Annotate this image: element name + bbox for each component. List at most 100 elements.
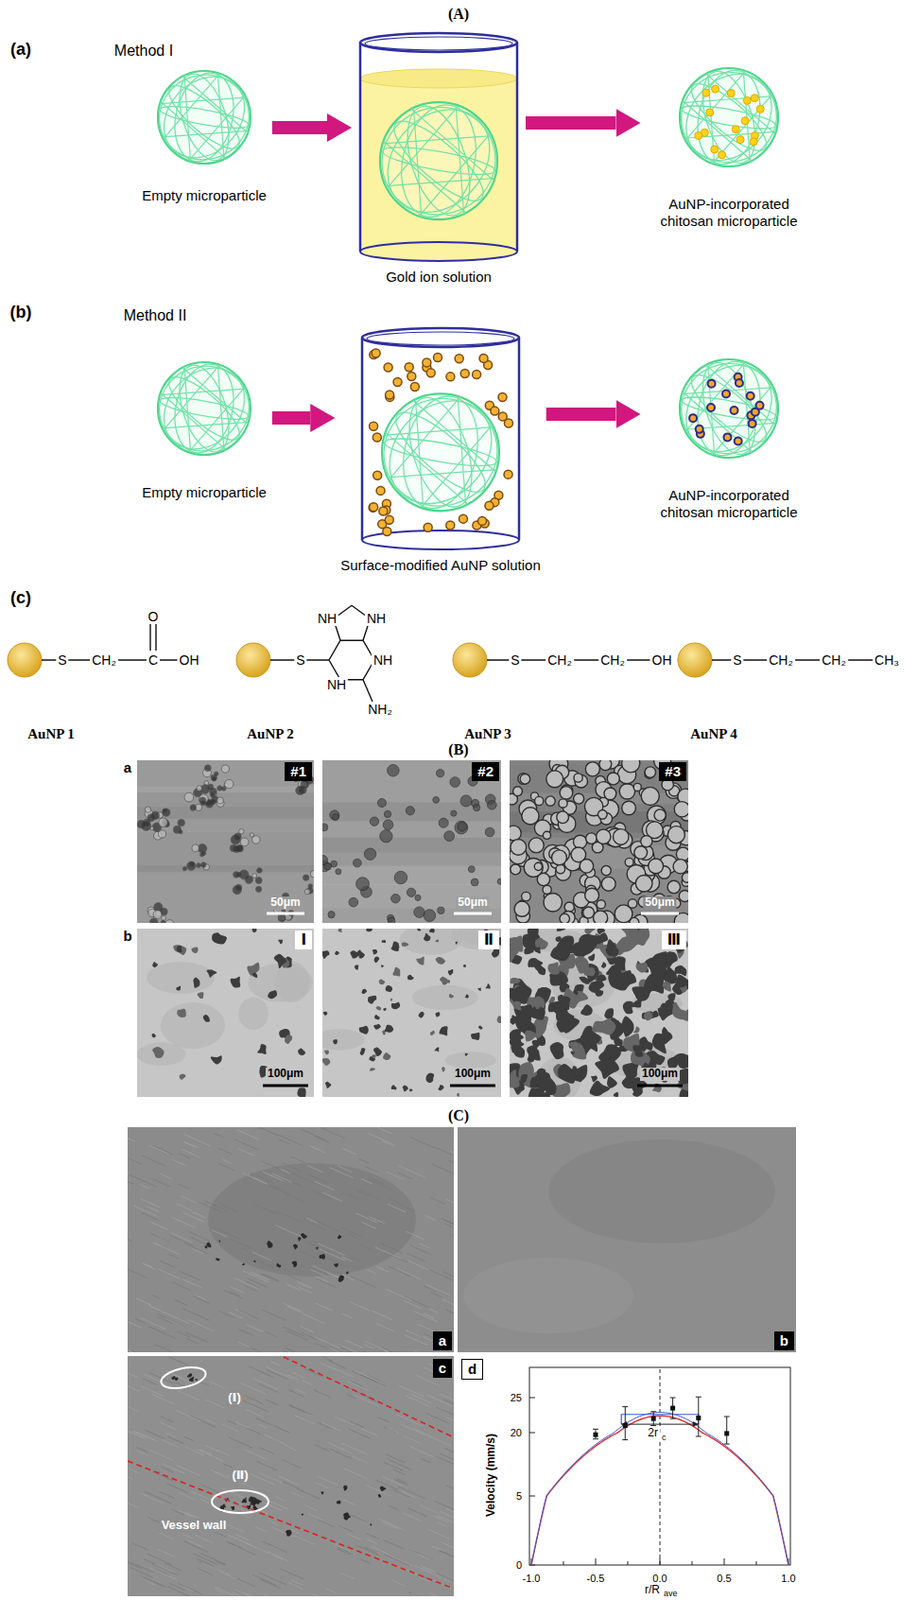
tissue-streak (415, 1311, 438, 1322)
mesh-strand (676, 65, 781, 170)
shading-band (463, 1257, 634, 1334)
particle-blob (346, 1271, 349, 1275)
chemical-group: CH₂ (819, 652, 849, 668)
tissue-streak (127, 1404, 139, 1411)
microparticle (255, 877, 262, 884)
gold-nanoparticle (741, 117, 749, 125)
core-plateau (621, 1414, 699, 1424)
modified-aunp (383, 363, 393, 372)
tissue-streak (222, 1423, 240, 1432)
tissue-streak (200, 1552, 226, 1564)
vessel-wall-line (127, 1460, 454, 1589)
microparticle (546, 770, 564, 788)
beaker: Surface-modified AuNP solution (340, 326, 541, 574)
chemical-group: OH (650, 652, 675, 668)
micrograph (322, 760, 502, 923)
tissue-streak (184, 1133, 211, 1146)
scale-bar-label: 100μm (452, 1067, 493, 1081)
tissue-streak (136, 1446, 148, 1452)
mesh-strand (387, 469, 497, 478)
tissue-streak (364, 1340, 391, 1352)
microparticle (184, 792, 194, 802)
tissue-streak (190, 1236, 209, 1246)
tissue-streak (288, 1581, 303, 1589)
modified-aunp (454, 354, 464, 364)
modified-aunp (368, 502, 378, 512)
aunp-structures (7, 605, 887, 702)
compound-name: AuNP 1 (27, 726, 75, 743)
image-tag: #1 (284, 762, 312, 781)
mesh-strand (383, 140, 467, 213)
tissue-streak (184, 1243, 208, 1254)
particle-blob (622, 1078, 634, 1089)
tissue-streak (176, 1464, 201, 1475)
data-point (623, 1422, 628, 1428)
microparticle (383, 810, 391, 817)
tissue-streak (287, 1274, 301, 1281)
modified-aunp (376, 485, 385, 495)
subpanel-label: (c) (10, 588, 32, 608)
microparticle (484, 827, 495, 837)
tissue-streak (398, 1486, 426, 1499)
chemical-group: CH₂ (89, 652, 119, 668)
mesh-strand (743, 69, 750, 162)
tissue-streak (341, 1345, 365, 1352)
tissue-streak (369, 1216, 385, 1224)
particle-blob (215, 1257, 220, 1261)
tissue-streak (355, 1212, 378, 1223)
chemical-group: NH (315, 610, 339, 626)
tissue-streak (281, 1162, 301, 1172)
particle-blob (527, 957, 543, 968)
microparticle (380, 830, 393, 843)
tissue-streak (185, 1332, 208, 1343)
particle-blob (360, 1047, 366, 1056)
particle-blob (297, 1047, 306, 1056)
particle-blob (374, 1014, 381, 1020)
tissue-streak (159, 1491, 174, 1499)
error-cap (695, 1436, 702, 1438)
tissue-streak (214, 1586, 237, 1596)
particle-blob (266, 1240, 273, 1248)
tissue-streak (342, 1147, 357, 1155)
microparticle (509, 825, 521, 841)
tissue-streak (411, 1593, 427, 1596)
beaker-wall (516, 42, 520, 252)
particle-blob (320, 1490, 324, 1494)
tissue-streak (188, 1319, 214, 1332)
gold-nanoparticle (748, 419, 757, 428)
particle-blob (433, 1047, 439, 1053)
tissue-streak (408, 1548, 434, 1560)
tissue-streak (259, 1126, 278, 1136)
tissue-streak (175, 1389, 200, 1401)
particle-blob (415, 955, 424, 965)
node-label: Surface-modified AuNP solution (340, 556, 541, 574)
microparticle (627, 899, 637, 908)
modified-aunp (458, 514, 468, 523)
gold-nanoparticle (706, 108, 714, 117)
mesh-strand (455, 104, 464, 214)
scale-bar-label: 100μm (265, 1067, 306, 1081)
tissue-streak (386, 1171, 405, 1179)
microparticle (629, 917, 640, 923)
tissue-streak (172, 1281, 191, 1291)
tissue-streak (253, 1378, 279, 1390)
tissue-streak (128, 1468, 139, 1473)
mesh-strand (415, 398, 423, 508)
gold-nanoparticle (749, 138, 758, 146)
microparticle (415, 894, 421, 901)
particle-blob (369, 1523, 372, 1525)
microparticle: AuNP-incorporated chitosan microparticle (646, 356, 813, 521)
tissue-streak (414, 1350, 433, 1352)
modified-aunp (472, 370, 482, 380)
particle-blob (416, 928, 421, 932)
microparticle (585, 887, 600, 902)
modified-aunp (426, 368, 435, 378)
particle-blob (293, 1244, 298, 1250)
tick-mark (756, 1560, 758, 1565)
microparticle (437, 906, 445, 914)
tissue-streak (144, 1490, 172, 1504)
particle-blob (274, 953, 288, 969)
tissue-streak (346, 1380, 369, 1390)
gold-nanoparticle (727, 89, 735, 98)
mesh-strand (384, 427, 494, 435)
